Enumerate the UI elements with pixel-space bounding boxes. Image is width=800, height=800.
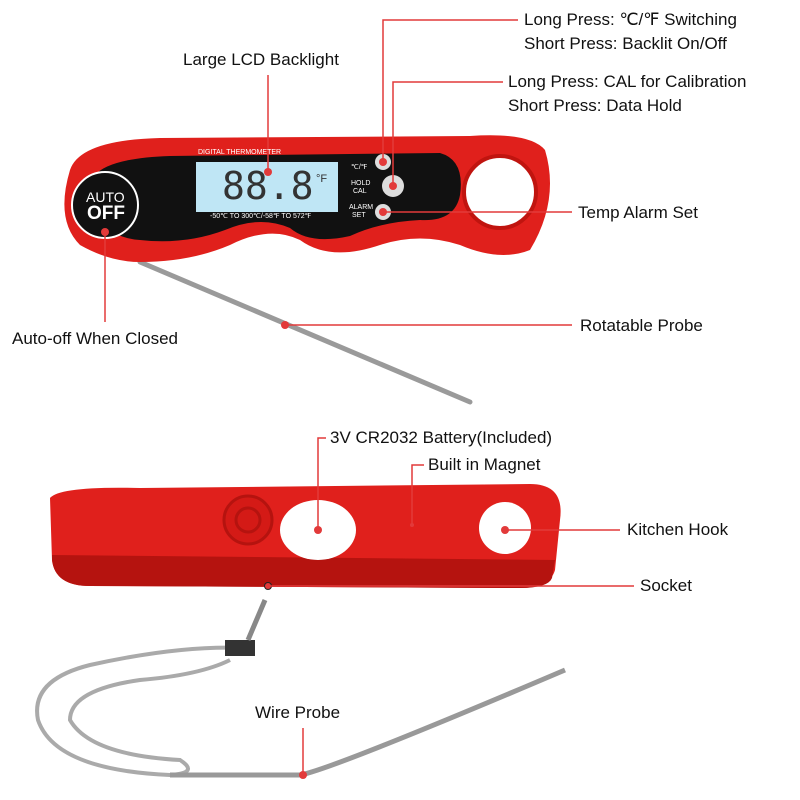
wire-probe (170, 667, 566, 778)
button1-label: ℃/℉ (351, 164, 368, 171)
jack-plug (225, 640, 255, 656)
battery-cover (222, 494, 274, 546)
rotatable-probe (137, 259, 473, 405)
off-label: OFF (87, 203, 125, 224)
callout-alarm: Temp Alarm Set (578, 203, 698, 222)
callout-hook: Kitchen Hook (627, 520, 729, 539)
callout-battery: 3V CR2032 Battery(Included) (330, 428, 553, 447)
callout-probe: Rotatable Probe (580, 316, 703, 335)
lcd-unit: °F (316, 173, 328, 185)
callout-magnet: Built in Magnet (428, 455, 541, 474)
hang-hole (462, 154, 538, 230)
wire-cable (35, 645, 246, 778)
callout-wire-probe: Wire Probe (255, 703, 341, 722)
auto-label: AUTO (86, 189, 125, 205)
button2-label-top: HOLD (351, 180, 371, 187)
lcd-reading: 88.8 (222, 164, 314, 208)
callout-switch-short: Short Press: Backlit On/Off (524, 34, 727, 53)
lcd-caption: DIGITAL THERMOMETER (198, 149, 282, 156)
callout-lcd: Large LCD Backlight (183, 50, 339, 69)
button2-label-bottom: CAL (353, 188, 367, 195)
button3-label-top: ALARM (349, 204, 374, 211)
callout-cal-long: Long Press: CAL for Calibration (508, 72, 747, 91)
callout-cal-short: Short Press: Data Hold (508, 96, 682, 115)
lcd-range: -50℃ TO 300℃/-58℉ TO 572℉ (210, 213, 312, 220)
button3-label-bottom: SET (352, 212, 366, 219)
callout-lines (104, 19, 634, 775)
callout-socket: Socket (640, 576, 692, 595)
callout-auto-off: Auto-off When Closed (12, 329, 178, 348)
callout-switch-long: Long Press: ℃/℉ Switching (524, 10, 737, 29)
